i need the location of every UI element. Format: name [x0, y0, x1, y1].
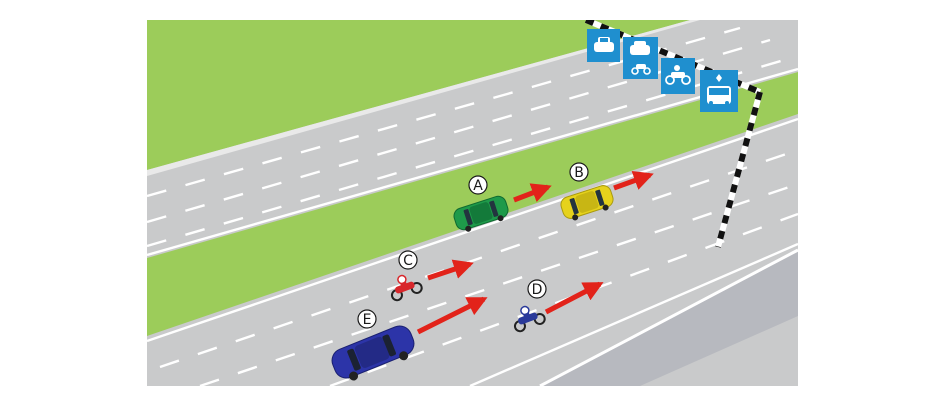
arrow-a [513, 183, 552, 203]
svg-text:E: E [363, 312, 372, 328]
arrow-e [416, 296, 488, 335]
label-b: B [569, 162, 589, 182]
lane-sign-motorcycle [661, 58, 695, 94]
lane-sign-car [587, 29, 620, 62]
label-e: E [357, 309, 377, 329]
arrow-c [427, 259, 474, 281]
lane-sign-bus [700, 70, 738, 112]
sidewalk-edge [539, 248, 798, 386]
svg-text:C: C [403, 253, 413, 269]
motorcycle-icon [665, 65, 691, 85]
direction-arrows [416, 171, 654, 335]
upper-curb [147, 20, 700, 176]
label-d: D [527, 279, 547, 299]
svg-text:A: A [473, 178, 483, 194]
vehicle-e-car [331, 325, 415, 381]
svg-text:B: B [574, 165, 584, 181]
vehicle-a-car [453, 195, 509, 232]
lane-sign-car-motorcycle [623, 37, 658, 79]
bus-icon [707, 74, 731, 105]
car-icon [594, 37, 614, 52]
vehicle-b-car [560, 185, 614, 221]
svg-text:D: D [532, 282, 543, 298]
arrow-b [613, 171, 654, 191]
arrow-d [544, 281, 604, 315]
label-c: C [398, 250, 418, 270]
car-motorcycle-icon [630, 41, 651, 75]
vehicle-d-motorcycle [513, 305, 546, 333]
vehicle-c-motorcycle [390, 274, 423, 302]
label-a: A [468, 175, 488, 195]
